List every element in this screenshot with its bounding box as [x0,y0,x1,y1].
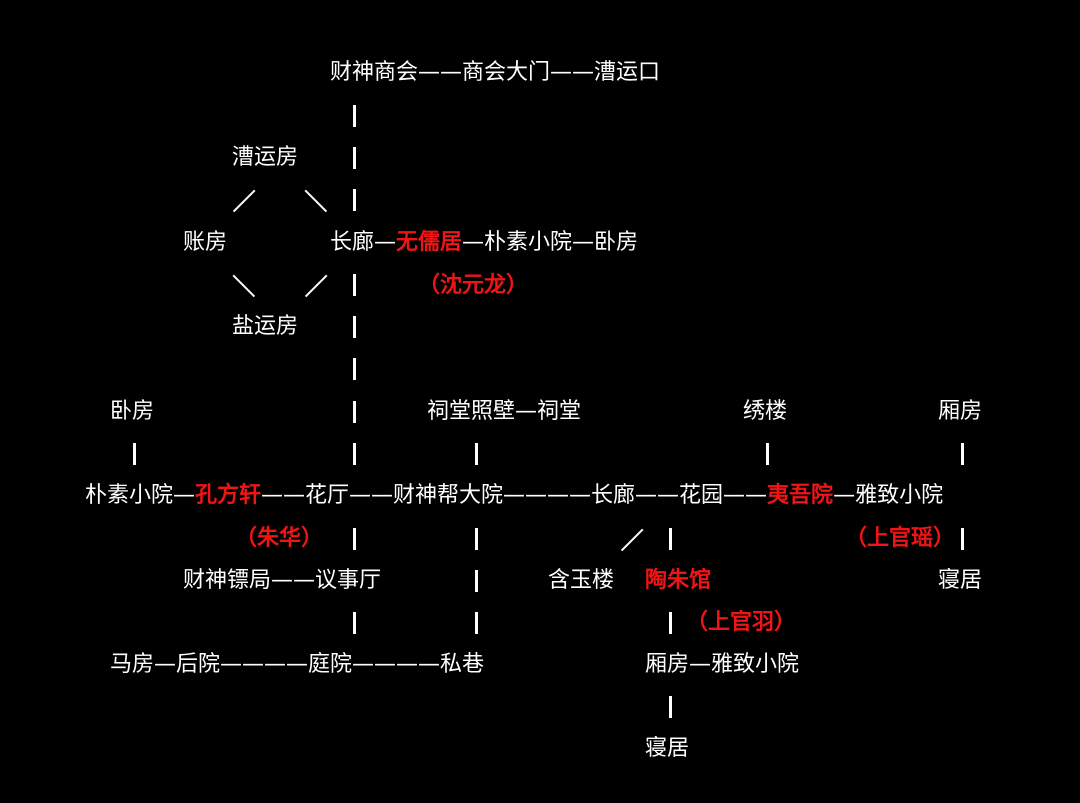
owner-yiwuyuan: （上官瑶） [845,526,956,551]
node-wuruju: 无儒居 [396,230,463,255]
connector [353,105,356,127]
top-route: 财神商会——商会大门——漕运口 [330,60,661,85]
node-yazhi: —雅致小院 [833,483,944,508]
connector [475,443,478,465]
connector [353,274,356,296]
connector [961,443,964,465]
node-xiangfang: 厢房 [938,399,983,424]
connector [669,528,672,550]
connector-diagonal [232,189,256,212]
connector [961,528,964,550]
owner-taozhuguan: （上官羽） [686,610,797,635]
node-zhangfang: 账房 [183,230,228,255]
node-qinju-bottom: 寝居 [645,736,690,761]
connector [353,316,356,338]
route-pusu-wofang: —朴素小院—卧房 [462,230,639,255]
connector [353,189,356,211]
connector [475,570,478,592]
connector-diagonal [304,189,328,212]
owner-kongfangxuan: （朱华） [235,526,324,551]
node-xiulou: 绣楼 [743,399,788,424]
route-biaoju: 财神镖局——议事厅 [183,568,382,593]
connector-diagonal [304,274,328,297]
connector [353,147,356,169]
node-hanyulou: 含玉楼 [548,568,615,593]
node-changlang: 长廊— [330,230,397,255]
connector-diagonal [620,528,644,551]
connector [353,612,356,634]
connector [475,612,478,634]
connector [669,612,672,634]
connector [353,528,356,550]
connector [669,696,672,718]
main-route: 朴素小院—孔方轩——花厅——财神帮大院————长廊——花园——夷吾院—雅致小院 [85,484,943,508]
owner-wuruju: （沈元龙） [418,273,529,298]
connector [353,358,356,380]
node-taozhuguan: 陶朱馆 [645,568,712,593]
route-bottom: 马房—后院————庭院————私巷 [110,652,485,677]
node-citang: 祠堂照壁—祠堂 [427,399,582,424]
node-yiwuyuan: 夷吾院 [767,483,834,508]
connector [766,443,769,465]
node-kongfangxuan: 孔方轩 [195,483,262,508]
route-xiangfang: 厢房—雅致小院 [645,652,800,677]
connector [353,401,356,423]
node-yanyunfang: 盐运房 [232,314,299,339]
changlang-route: 长廊—无儒居—朴素小院—卧房 [330,231,638,255]
node-pusu: 朴素小院— [85,483,196,508]
connector-diagonal [232,274,256,297]
connector [353,443,356,465]
node-qinju-right: 寝居 [938,568,983,593]
connector [475,528,478,550]
node-wofang: 卧房 [110,399,155,424]
node-caoyunfang: 漕运房 [232,145,299,170]
connector [133,443,136,465]
route-huating-huayuan: ——花厅——财神帮大院————长廊——花园—— [261,483,768,508]
